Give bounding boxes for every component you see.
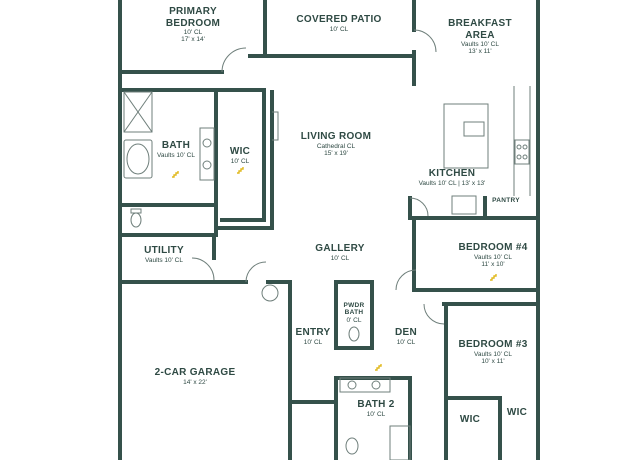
sink-icon [202, 138, 212, 148]
room-ceiling: Vaults 10' CL [145, 256, 183, 264]
room-name: BATH 2 [357, 399, 395, 410]
room-ceiling: Vaults 10' CL [461, 41, 499, 48]
room-name: PWDR [343, 302, 365, 309]
vanity-icon [199, 127, 215, 181]
room-label-den: DEN 10' CL [395, 327, 417, 346]
room-ceiling: 10' CL [366, 410, 386, 418]
room-ceiling: 10' CL [230, 157, 250, 165]
kitchen-island [443, 103, 489, 169]
room-ceiling: Vaults 10' CL | 13' x 13' [418, 179, 486, 187]
shower-icon [123, 91, 153, 133]
room-dimensions: 10' x 11' [481, 357, 505, 365]
room-name: COVERED PATIO [296, 14, 382, 25]
room-name: BREAKFAST [448, 18, 512, 29]
room-ceiling: Vaults 10' CL [157, 151, 195, 159]
room-name: WIC [459, 414, 481, 425]
bath2-tub-icon [389, 425, 411, 460]
room-name: DEN [394, 327, 418, 338]
room-ceiling: Cathedral CL [316, 142, 356, 150]
room-name: GALLERY [315, 243, 365, 254]
room-ceiling: 10' CL [329, 25, 349, 33]
room-name: WIC [229, 146, 251, 157]
room-name: BATH [344, 309, 364, 317]
room-ceiling: 10' CL [330, 254, 350, 262]
room-label-utility: UTILITY Vaults 10' CL [144, 245, 184, 264]
room-name: UTILITY [144, 245, 184, 256]
room-label-entry: ENTRY 10' CL [295, 327, 330, 346]
room-label-bedroom-3: BEDROOM #3 Vaults 10' CL 10' x 11' [458, 339, 527, 365]
room-name: AREA [465, 29, 495, 41]
room-label-wic-primary: WIC 10' CL [230, 146, 250, 165]
pwdr-toilet-icon [348, 326, 360, 342]
room-label-bath-2: BATH 2 10' CL [357, 399, 394, 418]
room-dimensions: 17' x 14' [181, 36, 205, 44]
bedroom4-wall [412, 216, 540, 292]
room-name: BEDROOM [165, 17, 221, 29]
room-label-bedroom-4: BEDROOM #4 Vaults 10' CL 11' x 10' [458, 242, 527, 268]
kitchen-sink-icon [463, 121, 485, 137]
room-dimensions: 13' x 11' [468, 48, 492, 56]
room-name: 2-CAR GARAGE [154, 367, 236, 378]
room-name: ENTRY [295, 327, 331, 338]
room-label-primary-bedroom: PRIMARY BEDROOM 10' CL 17' x 14' [166, 6, 220, 44]
room-label-garage: 2-CAR GARAGE 14' x 22' [155, 367, 236, 386]
room-ceiling: 10' CL [303, 338, 323, 346]
room-label-covered-patio: COVERED PATIO 10' CL [296, 14, 381, 33]
kitchen-wall [408, 196, 540, 220]
room-ceiling: 10' CL [396, 338, 416, 346]
wic-wall [216, 90, 274, 230]
bedroom3-wic-wall [444, 396, 502, 460]
room-ceiling: 10' CL [183, 29, 203, 36]
room-ceiling: 0' CL [346, 316, 362, 324]
bath2-wall [334, 376, 412, 460]
room-ceiling: Vaults 10' CL [474, 350, 512, 358]
room-label-living-room: LIVING ROOM Cathedral CL 15' x 19' [301, 131, 372, 157]
room-dimensions: 14' x 22' [183, 378, 207, 386]
tub-icon [123, 139, 153, 179]
toilet-icon [130, 212, 142, 228]
room-name: BEDROOM #3 [458, 339, 528, 350]
room-label-bath: BATH Vaults 10' CL [157, 140, 195, 159]
range-icon [514, 139, 530, 165]
room-dimensions: 11' x 10' [481, 260, 505, 268]
dishwasher [451, 195, 477, 215]
room-label-pantry: PANTRY [492, 197, 520, 204]
room-name: BEDROOM #4 [458, 242, 528, 253]
pwdr-wall [334, 280, 374, 350]
water-heater-icon [261, 284, 279, 302]
stair-glyph-icon [490, 274, 497, 281]
room-label-kitchen: KITCHEN Vaults 10' CL | 13' x 13' [419, 168, 486, 187]
room-ceiling: Vaults 10' CL [474, 253, 512, 261]
garage-wall [118, 280, 292, 460]
room-name: KITCHEN [428, 168, 476, 179]
room-label-breakfast-area: BREAKFAST AREA Vaults 10' CL 13' x 11' [448, 18, 512, 56]
room-dimensions: 15' x 19' [324, 149, 348, 157]
room-name: PRIMARY [169, 6, 217, 17]
room-name: PANTRY [492, 197, 520, 204]
stair-glyph-icon [172, 171, 179, 178]
bath2-vanity-icon [339, 377, 391, 393]
bath-wall [118, 88, 266, 222]
room-name: BATH [161, 140, 191, 151]
room-label-wic-b3-left: WIC [460, 414, 480, 426]
stair-glyph-icon [237, 167, 244, 174]
door-swing-icon [221, 47, 247, 73]
room-name: WIC [506, 407, 528, 418]
stair-glyph-icon [375, 364, 382, 371]
utility-wall [118, 233, 216, 260]
fireplace-icon [272, 111, 279, 141]
room-name: LIVING ROOM [300, 131, 372, 142]
bedroom3-wall [442, 302, 540, 397]
room-label-gallery: GALLERY 10' CL [315, 243, 365, 262]
kitchen-counter [513, 86, 531, 196]
room-label-wic-b3-right: WIC [507, 407, 527, 419]
room-label-pwdr-bath: PWDR BATH 0' CL [343, 302, 364, 324]
